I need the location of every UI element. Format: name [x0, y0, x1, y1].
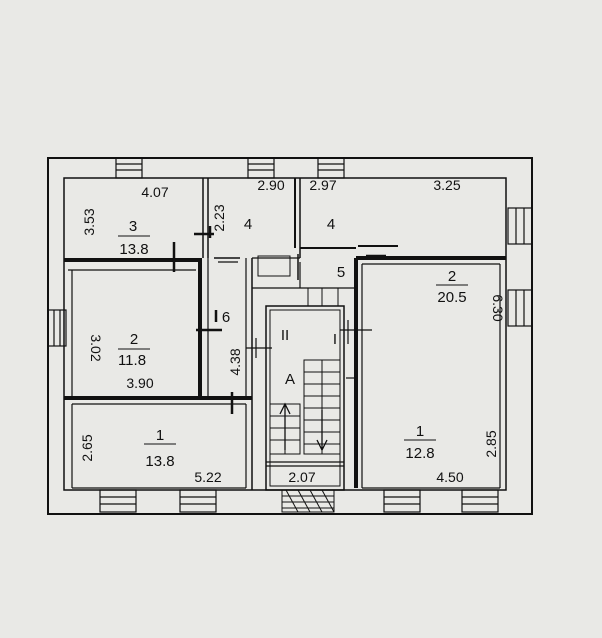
window-bottom-2	[179, 489, 217, 513]
dim-4-38: 4.38	[227, 348, 243, 375]
room-4-left-number: 4	[244, 216, 252, 233]
window-bottom-3	[383, 489, 421, 513]
interior-walls	[64, 178, 506, 491]
window-top-1	[115, 157, 143, 179]
dim-5-22: 5.22	[194, 469, 221, 485]
room-3-area: 13.8	[119, 241, 148, 258]
dim-2-07: 2.07	[288, 469, 315, 485]
window-right-2	[507, 289, 533, 327]
dim-2-23: 2.23	[211, 204, 227, 231]
room-2-right-area: 20.5	[437, 289, 466, 306]
window-top-2	[247, 157, 275, 179]
dim-2-65: 2.65	[79, 434, 95, 461]
dim-6-30: 6.30	[490, 294, 506, 321]
dim-2-97: 2.97	[309, 177, 336, 193]
stair-roman-mark: II	[281, 327, 289, 344]
stair-down-arrow-icon	[316, 410, 328, 452]
room-1-right-number: 1	[416, 423, 424, 440]
stair-a-label: A	[285, 371, 295, 388]
window-right-1	[507, 207, 533, 245]
window-left	[47, 309, 67, 347]
room-1-left-number: 1	[156, 427, 164, 444]
dim-3-25: 3.25	[433, 177, 460, 193]
window-bottom-4	[461, 489, 499, 513]
room-2-right-number: 2	[448, 268, 456, 285]
room-1-left-area: 13.8	[145, 453, 174, 470]
outer-wall	[47, 157, 533, 515]
room-2-left-number: 2	[130, 331, 138, 348]
dim-3-02: 3.02	[88, 334, 104, 361]
stair-treads	[269, 359, 341, 455]
door-marks	[172, 226, 398, 414]
room-3-number: 3	[129, 218, 137, 235]
dim-3-53: 3.53	[81, 208, 97, 235]
dim-2-90: 2.90	[257, 177, 284, 193]
room-4-right-number: 4	[327, 216, 335, 233]
dim-2-85: 2.85	[483, 430, 499, 457]
room-6-number: 6	[222, 309, 230, 326]
window-bottom-1	[99, 489, 137, 513]
dim-4-07: 4.07	[141, 184, 168, 200]
dim-4-50: 4.50	[436, 469, 463, 485]
entrance-hatch	[281, 489, 335, 513]
stair-up-arrow-icon	[279, 402, 291, 450]
dim-3-90: 3.90	[126, 375, 153, 391]
room-2-left-area: 11.8	[118, 352, 146, 369]
window-top-3	[317, 157, 345, 179]
room-1-right-area: 12.8	[405, 445, 434, 462]
room-5-number: 5	[337, 264, 345, 281]
stair-bar-mark: I	[333, 331, 337, 348]
